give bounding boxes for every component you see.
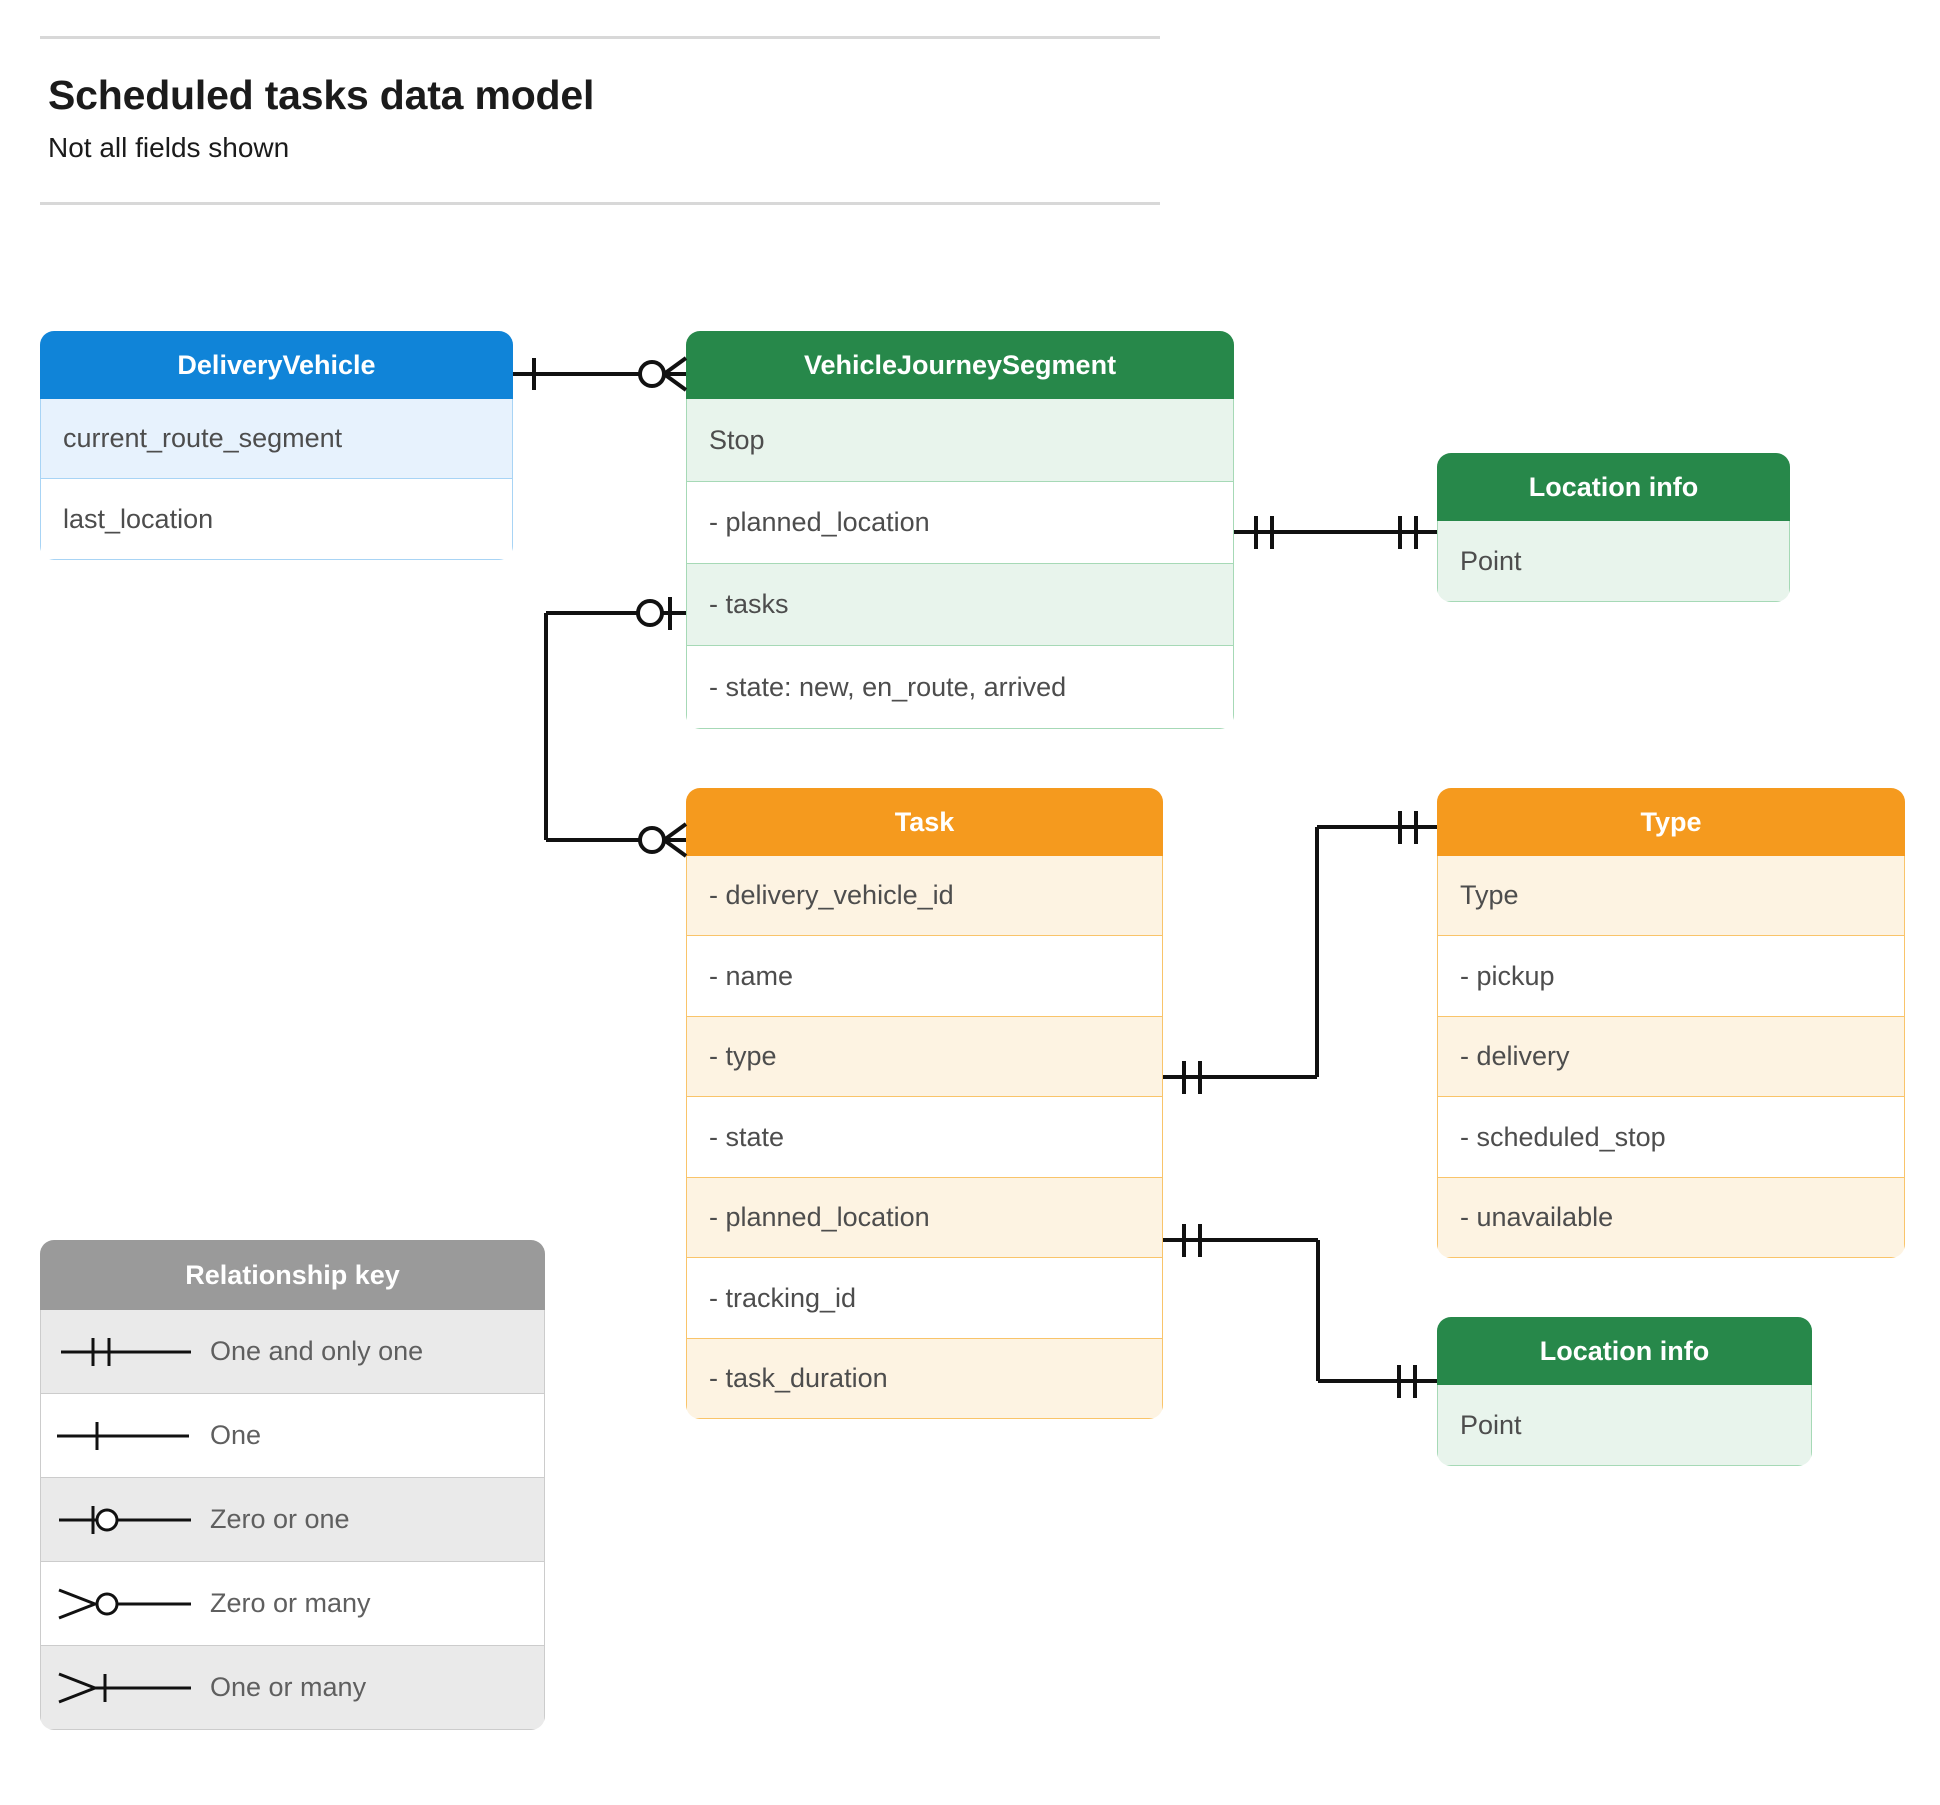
entity-title-delivery-vehicle: DeliveryVehicle (40, 331, 513, 399)
one-icon (41, 1416, 206, 1456)
legend-item-label: Zero or one (210, 1504, 350, 1534)
entity-field-row: - planned_location (686, 482, 1234, 564)
zero-or-many-icon (41, 1584, 206, 1624)
entity-location-info-bottom[interactable]: Location info Point (1437, 1317, 1812, 1466)
legend-item: Zero or many (40, 1562, 545, 1646)
entity-field-row: current_route_segment (40, 399, 513, 479)
entity-delivery-vehicle[interactable]: DeliveryVehicle current_route_segment la… (40, 331, 513, 560)
legend-item-label: One and only one (210, 1336, 424, 1366)
page-subtitle: Not all fields shown (48, 132, 290, 163)
legend-relationship-key[interactable]: Relationship key One and only one (40, 1240, 545, 1730)
connector-vjs-tasks-task (544, 597, 688, 858)
entity-field-row: Point (1437, 521, 1790, 602)
legend-item: Zero or one (40, 1478, 545, 1562)
entity-field-row: - state (686, 1097, 1163, 1178)
entity-field-row: - unavailable (1437, 1178, 1905, 1258)
zero-or-one-icon (41, 1500, 206, 1540)
legend-item-label: One (210, 1420, 262, 1450)
entity-task[interactable]: Task - delivery_vehicle_id - name - type… (686, 788, 1163, 1419)
entity-location-info-top[interactable]: Location info Point (1437, 453, 1790, 602)
connector-task-plannedlocation-locationinfo (1163, 1224, 1437, 1398)
entity-field-row: Stop (686, 399, 1234, 482)
entity-title-task: Task (686, 788, 1163, 856)
entity-title-type: Type (1437, 788, 1905, 856)
entity-field-row: Point (1437, 1385, 1812, 1466)
legend-item-label: Zero or many (210, 1588, 371, 1618)
page-title: Scheduled tasks data model (48, 72, 595, 118)
legend-title: Relationship key (40, 1240, 545, 1310)
entity-field-row: last_location (40, 479, 513, 560)
entity-field-row: - name (686, 936, 1163, 1017)
entity-field-row: - task_duration (686, 1339, 1163, 1419)
entity-field-row: - planned_location (686, 1178, 1163, 1258)
entity-field-row: - pickup (1437, 936, 1905, 1017)
connector-deliveryvehicle-vehiclejourneysegment (513, 356, 688, 392)
entity-field-row: Type (1437, 856, 1905, 936)
entity-type[interactable]: Type Type - pickup - delivery - schedule… (1437, 788, 1905, 1258)
one-or-many-icon (41, 1668, 206, 1708)
entity-field-row: - type (686, 1017, 1163, 1097)
legend-item: One (40, 1394, 545, 1478)
connector-vjs-plannedlocation-locationinfo (1234, 516, 1437, 549)
entity-vehicle-journey-segment[interactable]: VehicleJourneySegment Stop - planned_loc… (686, 331, 1234, 729)
entity-field-row: - tasks (686, 564, 1234, 646)
entity-field-row: - scheduled_stop (1437, 1097, 1905, 1178)
header-divider-bottom (40, 202, 1160, 205)
connector-task-type-type (1163, 811, 1437, 1094)
header-divider-top (40, 36, 1160, 39)
legend-item: One or many (40, 1646, 545, 1730)
entity-field-row: - delivery (1437, 1017, 1905, 1097)
entity-title-vehicle-journey-segment: VehicleJourneySegment (686, 331, 1234, 399)
entity-field-row: - delivery_vehicle_id (686, 856, 1163, 936)
entity-title-location-info-bottom: Location info (1437, 1317, 1812, 1385)
legend-item-label: One or many (210, 1672, 367, 1702)
legend-item: One and only one (40, 1310, 545, 1394)
one-and-only-one-icon (41, 1332, 206, 1372)
entity-title-location-info-top: Location info (1437, 453, 1790, 521)
entity-field-row: - state: new, en_route, arrived (686, 646, 1234, 729)
entity-field-row: - tracking_id (686, 1258, 1163, 1339)
